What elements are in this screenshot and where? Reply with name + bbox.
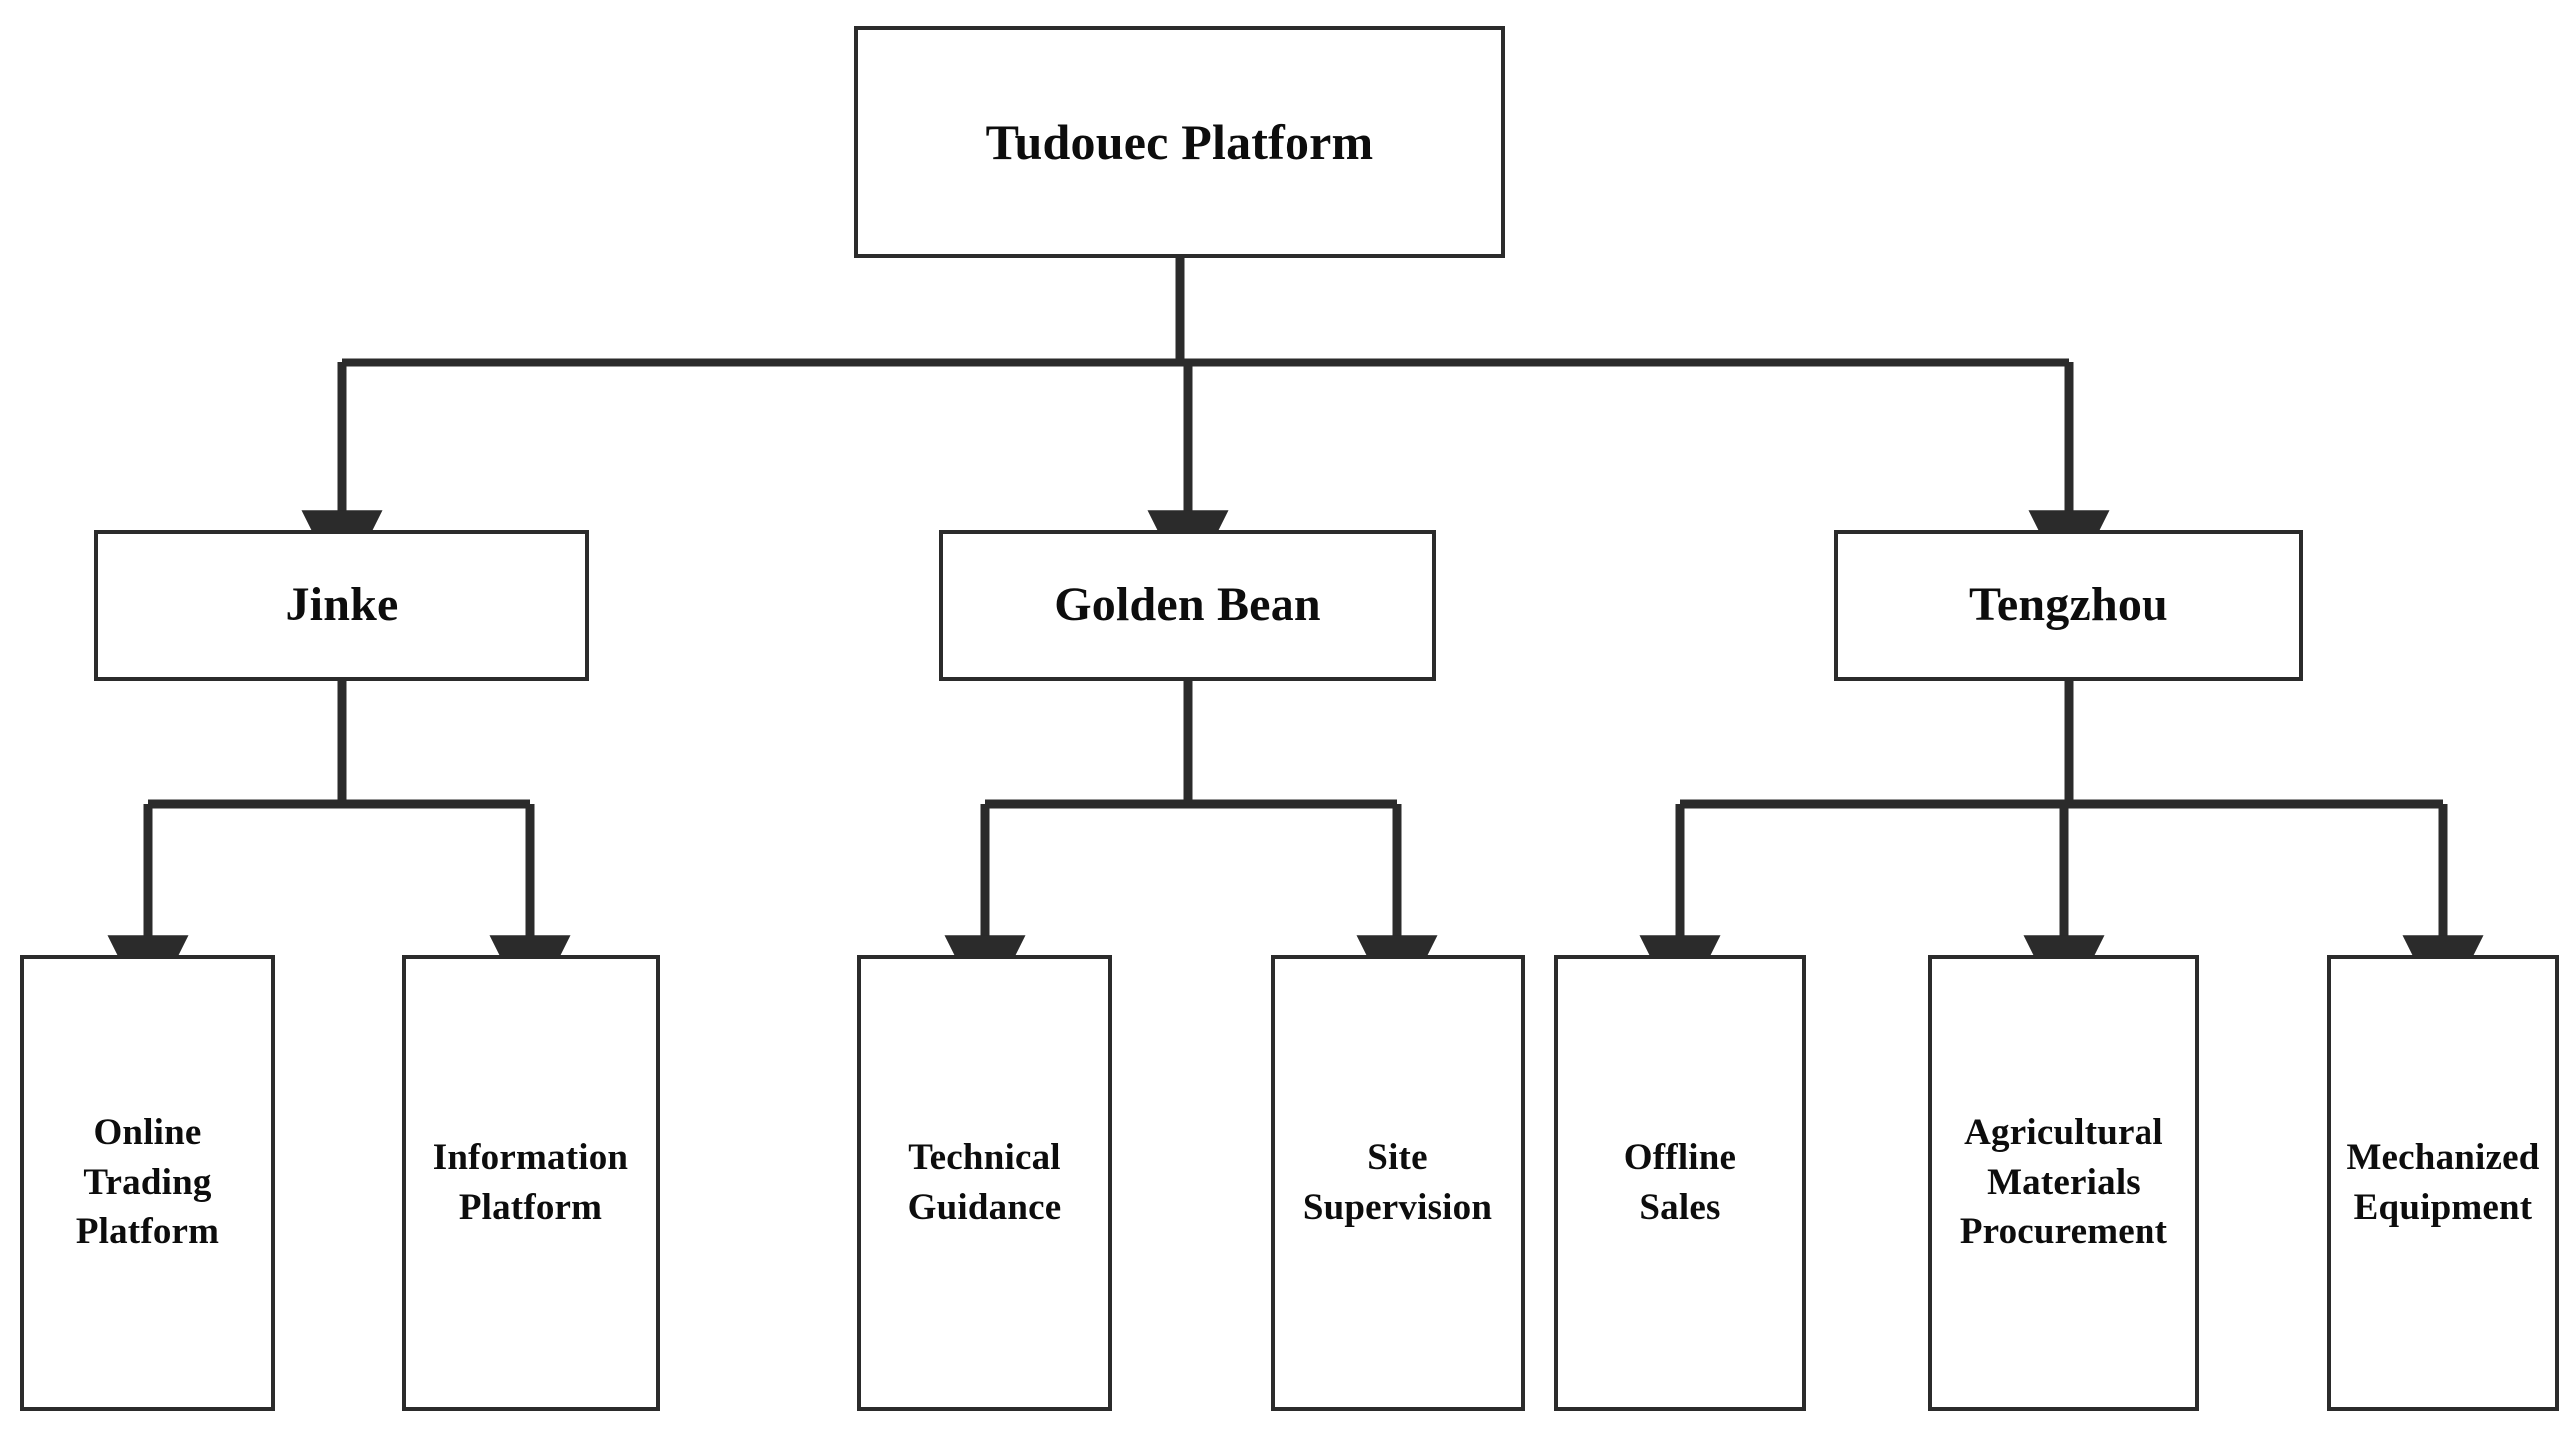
node-label-offline-sales: Offline Sales — [1623, 1136, 1737, 1228]
node-label-site-supervision: Site Supervision — [1302, 1136, 1493, 1228]
node-label-tudouec-platform: Tudouec Platform — [985, 113, 1374, 170]
node-technical-guidance[interactable]: Technical Guidance — [857, 955, 1112, 1411]
node-label-mechanized-equipment: Mechanized Equipment — [2346, 1136, 2540, 1228]
node-label-online-trading-platform: Online Trading Platform — [75, 1112, 220, 1253]
node-golden-bean[interactable]: Golden Bean — [939, 530, 1436, 681]
node-label-information-platform: Information Platform — [432, 1136, 629, 1228]
node-label-golden-bean: Golden Bean — [1054, 578, 1321, 632]
node-tengzhou[interactable]: Tengzhou — [1834, 530, 2303, 681]
node-site-supervision[interactable]: Site Supervision — [1271, 955, 1525, 1411]
node-label-agricultural-materials-procurement: Agricultural Materials Procurement — [1959, 1112, 2168, 1253]
node-label-tengzhou: Tengzhou — [1969, 578, 2168, 632]
node-information-platform[interactable]: Information Platform — [402, 955, 660, 1411]
node-label-jinke: Jinke — [285, 578, 399, 632]
node-label-technical-guidance: Technical Guidance — [907, 1136, 1062, 1228]
node-agricultural-materials-procurement[interactable]: Agricultural Materials Procurement — [1928, 955, 2199, 1411]
node-tudouec-platform[interactable]: Tudouec Platform — [854, 26, 1505, 258]
node-jinke[interactable]: Jinke — [94, 530, 589, 681]
node-online-trading-platform[interactable]: Online Trading Platform — [20, 955, 275, 1411]
node-offline-sales[interactable]: Offline Sales — [1554, 955, 1806, 1411]
node-mechanized-equipment[interactable]: Mechanized Equipment — [2327, 955, 2559, 1411]
